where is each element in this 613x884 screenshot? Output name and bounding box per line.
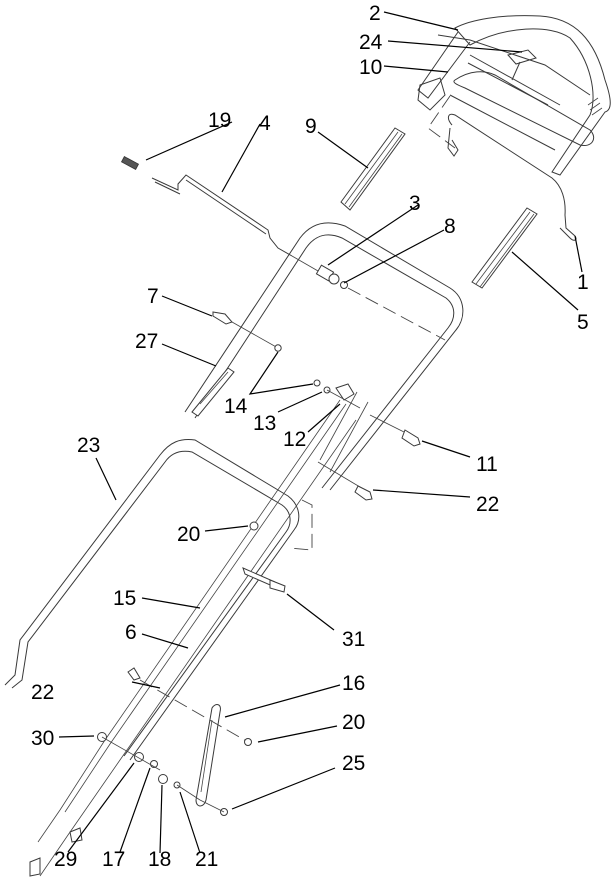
- grip-5: [471, 207, 538, 289]
- callout-30: 30: [31, 727, 54, 750]
- callout-10: 10: [359, 56, 382, 79]
- bolt-11: [369, 414, 421, 447]
- lower-handle-frame: [4, 439, 313, 761]
- callout-12: 12: [283, 428, 306, 451]
- callout-22-lower: 22: [31, 681, 54, 704]
- upper-handle-frame: [184, 222, 464, 491]
- callout-21: 21: [195, 848, 218, 871]
- callout-29: 29: [54, 848, 77, 871]
- callout-19: 19: [208, 109, 231, 132]
- callout-23: 23: [77, 434, 100, 457]
- callout-labels: 2 24 10 19 4 9 3 8 1 5 7 27 14 13 12 11 …: [31, 2, 589, 871]
- bail-rod: [427, 95, 577, 241]
- callout-8: 8: [444, 215, 456, 238]
- bolt-22-upper: [317, 461, 373, 501]
- upper-control-handle: [417, 15, 611, 176]
- lower-fasteners: [97, 667, 252, 816]
- callout-3: 3: [409, 192, 421, 215]
- callout-31: 31: [342, 628, 365, 651]
- callout-17: 17: [102, 848, 125, 871]
- callout-15: 15: [113, 587, 136, 610]
- leader-lines: [58, 11, 583, 854]
- nut-20-upper: [249, 521, 259, 531]
- link-plate: [139, 679, 249, 807]
- callout-13: 13: [253, 412, 276, 435]
- callout-9: 9: [305, 115, 317, 138]
- callout-24: 24: [359, 31, 383, 54]
- center-fasteners: [313, 379, 369, 473]
- callout-27: 27: [135, 330, 158, 353]
- bushing: [315, 264, 446, 341]
- cable-clip: [212, 311, 282, 352]
- callout-11: 11: [476, 453, 498, 476]
- callout-20-lower: 20: [342, 711, 365, 734]
- control-rod: [120, 156, 326, 276]
- cables: [29, 399, 357, 877]
- callout-4: 4: [259, 112, 271, 135]
- callout-20-upper: 20: [177, 523, 200, 546]
- callout-7: 7: [147, 285, 159, 308]
- grip-9: [340, 127, 406, 211]
- callout-25: 25: [342, 752, 365, 775]
- callout-2: 2: [369, 2, 381, 25]
- callout-1: 1: [577, 271, 589, 294]
- callout-22-upper: 22: [476, 493, 499, 516]
- handle-bracket: [191, 367, 235, 417]
- cable-connector: [242, 567, 286, 593]
- callout-5: 5: [577, 311, 589, 334]
- callout-6: 6: [125, 621, 137, 644]
- callout-16: 16: [342, 672, 365, 695]
- callout-14: 14: [224, 395, 248, 418]
- callout-18: 18: [148, 848, 171, 871]
